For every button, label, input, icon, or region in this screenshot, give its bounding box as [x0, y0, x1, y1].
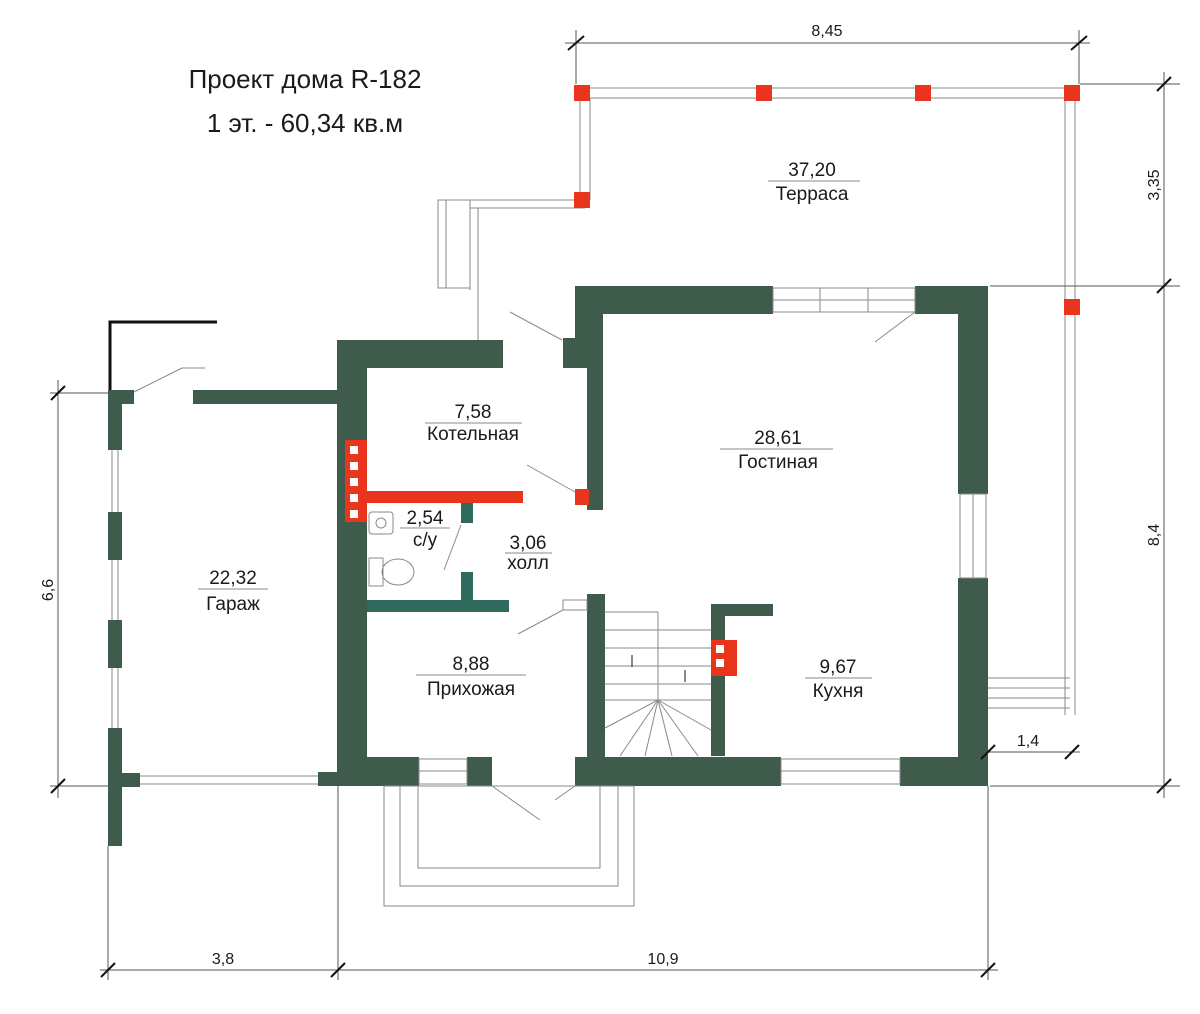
- bath-fixtures: [368, 511, 415, 587]
- room-entrance: 8,88 Прихожая: [416, 654, 526, 700]
- windows: [418, 287, 987, 785]
- dim-garage-depth: 6,6: [40, 380, 108, 798]
- room-area-terrace: 37,20: [788, 160, 836, 181]
- plan-title: Проект дома R-182: [189, 64, 422, 94]
- room-area-living: 28,61: [754, 428, 802, 449]
- room-terrace: 37,20 Терраса: [768, 160, 860, 205]
- terrace-outline: [437, 87, 1076, 715]
- house-walls: [337, 286, 988, 786]
- dim-label-terrace-depth: 3,35: [1146, 169, 1163, 200]
- room-kitchen: 9,67 Кухня: [805, 657, 872, 702]
- plan-subtitle: 1 эт. - 60,34 кв.м: [207, 108, 403, 138]
- dim-bottom: 3,8 10,9: [100, 786, 998, 980]
- dim-terrace-width: 8,45: [565, 23, 1090, 84]
- room-name-bath: с/у: [413, 530, 438, 551]
- dim-label-house-depth: 8,4: [1146, 524, 1163, 546]
- room-name-living: Гостиная: [738, 452, 818, 473]
- dim-label-porch-offset: 1,4: [1017, 733, 1039, 750]
- room-boiler: 7,58 Котельная: [425, 402, 522, 445]
- room-name-garage: Гараж: [206, 594, 260, 615]
- dim-label-terrace-width: 8,45: [811, 23, 842, 40]
- dim-label-garage-width: 3,8: [212, 951, 234, 968]
- dim-porch-offset: 1,4: [980, 733, 1080, 760]
- room-area-kitchen: 9,67: [820, 657, 857, 678]
- room-area-bath: 2,54: [407, 508, 444, 529]
- room-living: 28,61 Гостиная: [720, 428, 833, 473]
- room-name-entrance: Прихожая: [427, 679, 515, 700]
- dim-terrace-depth: 3,35 8,4: [990, 72, 1180, 798]
- room-area-hall: 3,06: [510, 533, 547, 554]
- room-area-boiler: 7,58: [455, 402, 492, 423]
- garage-walls: [108, 320, 341, 846]
- room-garage: 22,32 Гараж: [198, 568, 268, 615]
- room-bath: 2,54 с/у: [400, 508, 450, 551]
- room-area-garage: 22,32: [209, 568, 257, 589]
- room-hall: 3,06 холл: [505, 533, 552, 574]
- room-name-hall: холл: [507, 553, 549, 574]
- room-area-entrance: 8,88: [453, 654, 490, 675]
- red-elements: [345, 440, 737, 676]
- stairs: [604, 611, 712, 757]
- porch: [383, 785, 635, 907]
- room-name-terrace: Терраса: [776, 184, 849, 205]
- room-name-boiler: Котельная: [427, 424, 519, 445]
- dim-label-garage-depth: 6,6: [40, 579, 57, 601]
- terrace-posts: [574, 85, 1080, 315]
- door-swings: [443, 311, 916, 821]
- room-name-kitchen: Кухня: [813, 681, 864, 702]
- dim-label-house-width: 10,9: [647, 951, 678, 968]
